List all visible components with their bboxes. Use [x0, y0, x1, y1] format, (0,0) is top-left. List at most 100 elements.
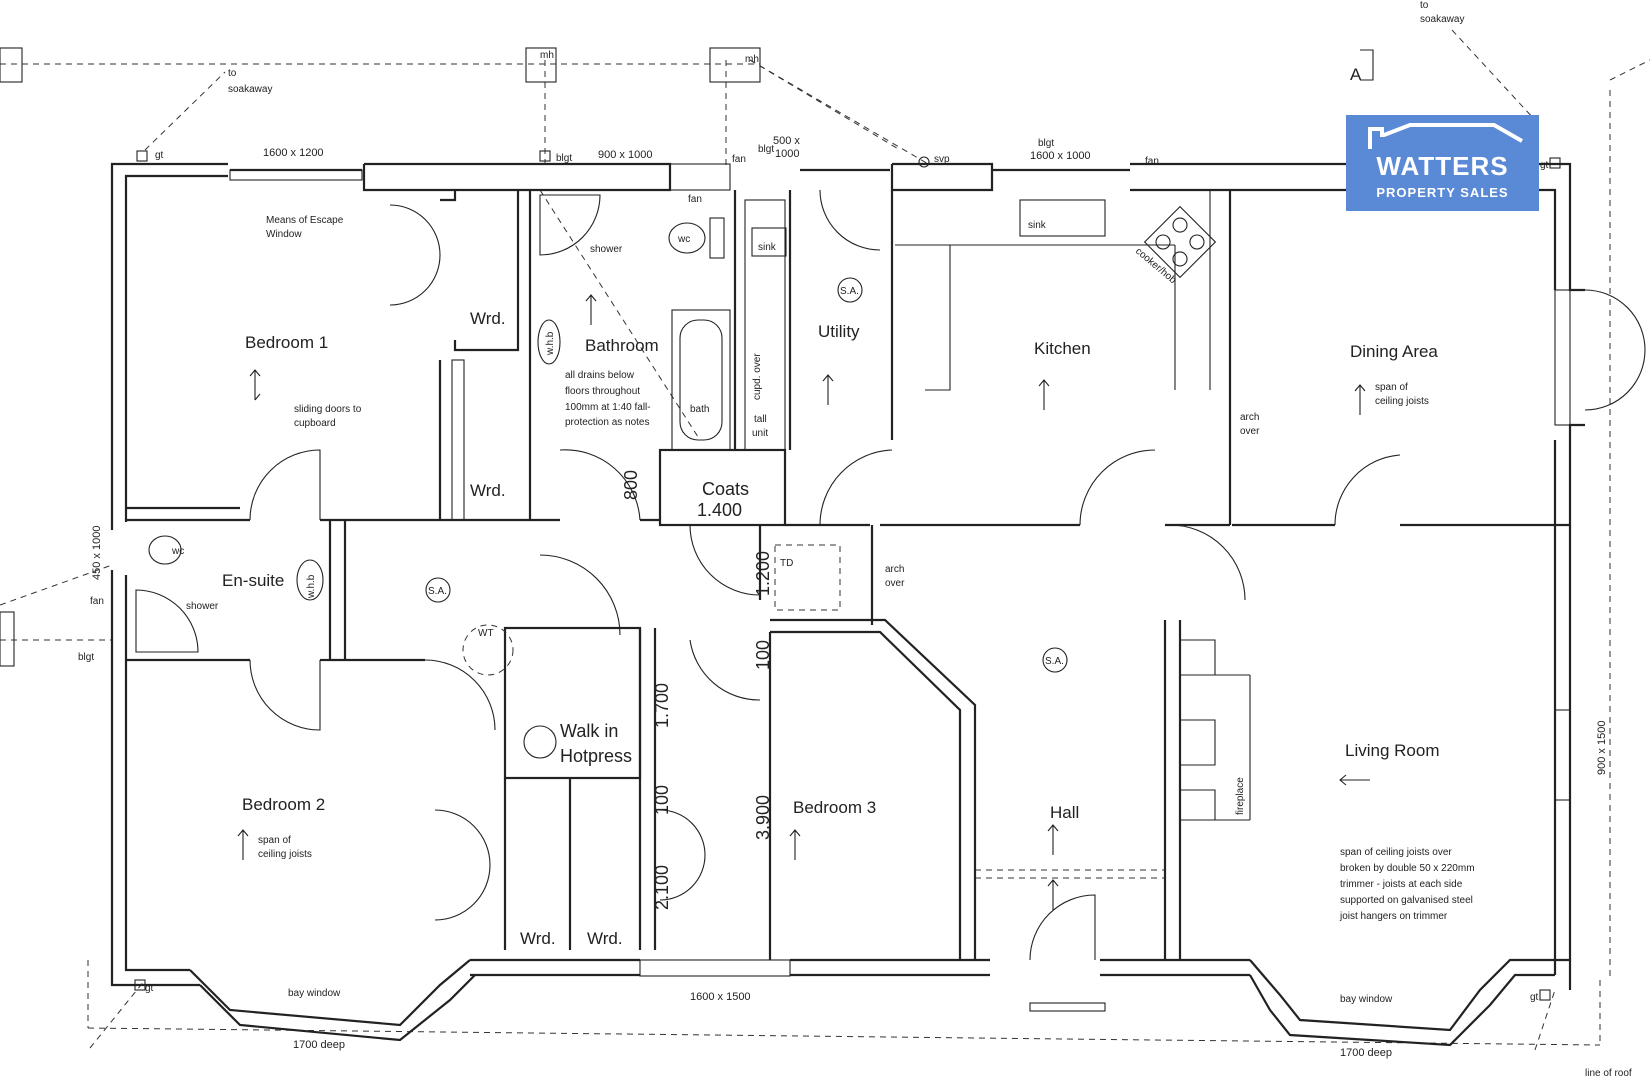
- sa-hall-icon: [1042, 647, 1068, 673]
- dim-window-4: 1600 x 1000: [1030, 150, 1091, 162]
- watters-logo: WATTERS PROPERTY SALES: [1346, 115, 1539, 211]
- note-sa-3: S.A.: [1045, 656, 1064, 667]
- room-label-wrd-3: Wrd.: [520, 929, 556, 948]
- note-sliding-2: cupboard: [294, 418, 336, 429]
- room-label-coats: Coats: [702, 479, 749, 499]
- sa-hall-left-icon: [425, 577, 451, 603]
- dim-bay-right: 1700 deep: [1340, 1047, 1392, 1059]
- note-living-5: joist hangers on trimmer: [1339, 911, 1448, 922]
- dim-window-1: 1600 x 1200: [263, 147, 324, 159]
- note-living-1: span of ceiling joists over: [1340, 847, 1452, 858]
- shower-tray-bathroom: [539, 194, 601, 256]
- wc-bathroom-icon: [668, 222, 706, 254]
- dimension-labels: 1.400 800 1.200 100 1.700 100 2.100 3.90…: [91, 135, 1608, 1059]
- sa-utility-icon: [837, 277, 863, 303]
- note-cupd-over: cupd. over: [752, 353, 763, 400]
- house-roof-icon: [1368, 123, 1523, 149]
- note-shower-2: shower: [186, 601, 219, 612]
- note-fan-1: fan: [732, 154, 746, 165]
- dim-bay-left: 1700 deep: [293, 1039, 345, 1051]
- room-label-bedroom3: Bedroom 3: [793, 798, 876, 817]
- room-labels: Bedroom 1 Bathroom Utility Kitchen Dinin…: [222, 309, 1440, 948]
- room-label-utility: Utility: [818, 322, 860, 341]
- note-section-a: A: [1350, 65, 1362, 84]
- doors: [249, 189, 1646, 961]
- note-whb-1: w.h.b: [545, 331, 556, 356]
- room-label-walk-in: Walk in: [560, 721, 618, 741]
- room-label-hall: Hall: [1050, 803, 1079, 822]
- note-tall-2: unit: [752, 428, 768, 439]
- note-arch-2b: over: [885, 578, 905, 589]
- note-span-2b: ceiling joists: [258, 849, 312, 860]
- drainage-lines: [0, 29, 1650, 1051]
- note-fan-2: fan: [688, 194, 702, 205]
- note-gt-4: gt: [1530, 992, 1539, 1003]
- dim-window-3a: 500 x: [773, 135, 800, 147]
- room-label-bedroom2: Bedroom 2: [242, 795, 325, 814]
- note-sink-1: sink: [758, 242, 777, 253]
- note-to-soakaway-2: to: [1420, 0, 1429, 11]
- note-mh-2: mh: [745, 54, 759, 65]
- room-label-bathroom: Bathroom: [585, 336, 659, 355]
- wc-ensuite-icon: [148, 535, 182, 565]
- note-drains-1: all drains below: [565, 370, 635, 381]
- note-whb-2: w.h.b: [306, 574, 317, 599]
- note-bay-2: bay window: [1340, 994, 1393, 1005]
- note-living-2: broken by double 50 x 220mm: [1340, 863, 1475, 874]
- note-blgt-2: blgt: [758, 144, 774, 155]
- note-escape-2: Window: [266, 229, 302, 240]
- note-bay-1: bay window: [288, 988, 341, 999]
- dim-1200: 1.200: [753, 551, 773, 596]
- note-fan-4: fan: [90, 596, 104, 607]
- room-label-living: Living Room: [1345, 741, 1440, 760]
- note-fireplace: fireplace: [1235, 777, 1246, 815]
- note-drains-4: protection as notes: [565, 417, 650, 428]
- note-arch-1b: over: [1240, 426, 1260, 437]
- note-arch-2a: arch: [885, 564, 904, 575]
- dim-window-5: 450 x 1000: [91, 526, 103, 580]
- note-wt: WT: [478, 628, 494, 639]
- note-wc-2: wc: [171, 546, 184, 557]
- manhole-left: [0, 47, 23, 83]
- note-living-3: trimmer - joists at each side: [1340, 879, 1463, 890]
- dim-100a: 100: [753, 640, 773, 670]
- dim-2100: 2.100: [652, 865, 672, 910]
- note-span-1a: span of: [1375, 382, 1408, 393]
- logo-title: WATTERS: [1376, 151, 1509, 181]
- dim-3900: 3.900: [753, 795, 773, 840]
- note-drains-3: 100mm at 1:40 fall-: [565, 402, 651, 413]
- dim-coats: 1.400: [697, 500, 742, 520]
- basin-bathroom-icon: [537, 319, 561, 365]
- manhole-2: [709, 47, 761, 83]
- water-tank-icon: [462, 624, 514, 676]
- note-td: TD: [780, 558, 793, 569]
- room-label-hotpress: Hotpress: [560, 746, 632, 766]
- note-span-2a: span of: [258, 835, 291, 846]
- bath-icon: [679, 319, 723, 441]
- room-label-bedroom1: Bedroom 1: [245, 333, 328, 352]
- note-sink-2: sink: [1028, 220, 1047, 231]
- logo-subtitle: PROPERTY SALES: [1376, 185, 1509, 200]
- note-sa-1: S.A.: [840, 286, 859, 297]
- note-gt-3: gt: [145, 983, 154, 994]
- dim-1700: 1.700: [652, 683, 672, 728]
- cylinder-icon: [523, 725, 557, 759]
- sink-utility-icon: [751, 227, 787, 257]
- outer-walls: [110, 162, 1585, 1047]
- dim-window-3b: 1000: [775, 148, 799, 160]
- note-tall-1: tall: [754, 414, 767, 425]
- note-fan-3: fan: [1145, 156, 1159, 167]
- note-blgt-1: blgt: [556, 153, 572, 164]
- room-label-dining: Dining Area: [1350, 342, 1438, 361]
- room-label-ensuite: En-suite: [222, 571, 284, 590]
- note-wc-1: wc: [677, 234, 690, 245]
- dim-800: 800: [621, 470, 641, 500]
- room-label-wrd-1: Wrd.: [470, 309, 506, 328]
- dim-100b: 100: [652, 785, 672, 815]
- note-sa-2: S.A.: [428, 586, 447, 597]
- sink-kitchen-icon: [1019, 199, 1106, 237]
- internal-walls: [126, 190, 1570, 1012]
- fixtures: [135, 49, 1374, 759]
- note-mh-1: mh: [540, 50, 554, 61]
